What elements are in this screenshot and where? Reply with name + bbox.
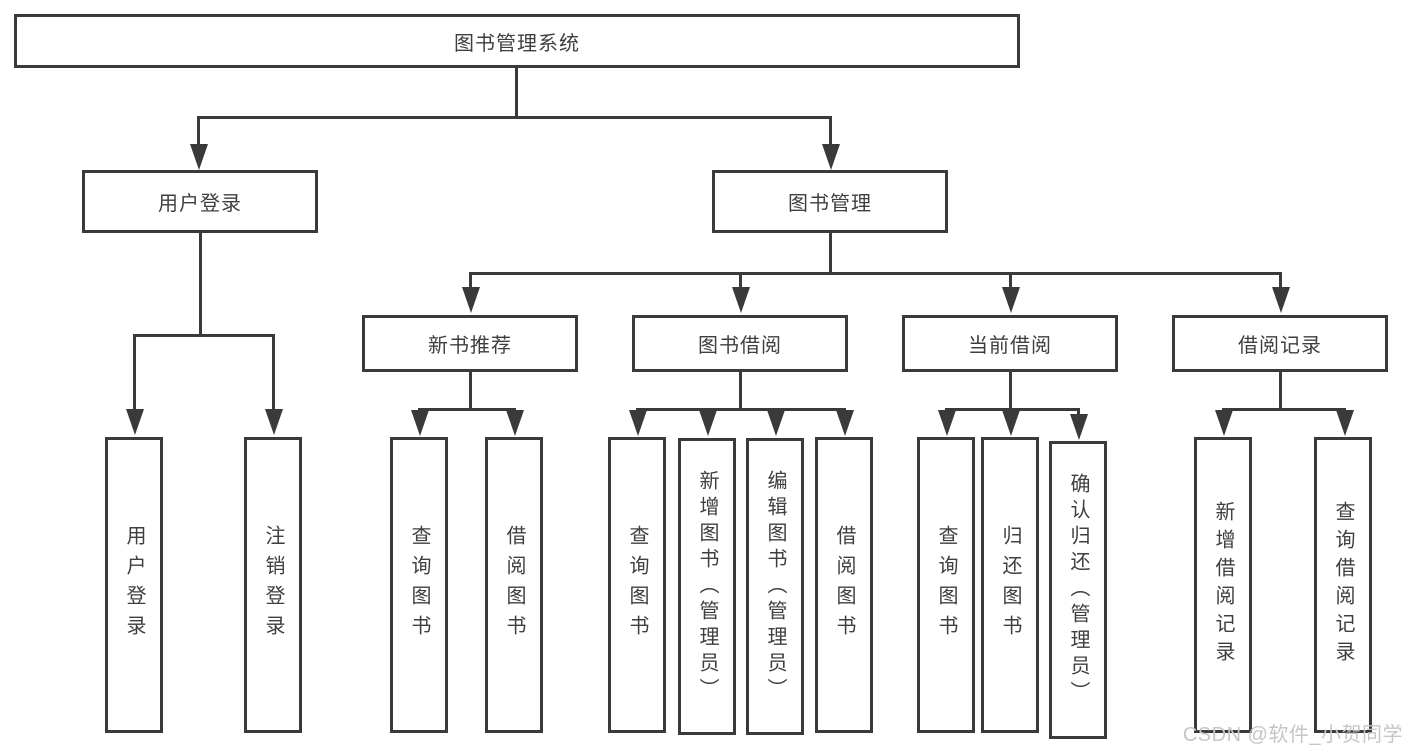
connector-arrow-down (1009, 408, 1012, 410)
watermark: CSDN @软件_小贺同学 (1182, 724, 1403, 746)
node-current-borrow: 当前借阅 (902, 315, 1118, 372)
leaf-add-book-admin: 新增图书（管理员） (678, 438, 736, 735)
connector-arrow-down (1009, 272, 1012, 287)
connector-arrow-down (739, 272, 742, 287)
node-book-borrow-label: 图书借阅 (698, 335, 782, 357)
connector-arrow-down (706, 408, 709, 410)
connector-line (515, 66, 518, 116)
leaf-confirm-return-admin: 确认归还（管理员） (1049, 441, 1107, 739)
leaf-borrow-books: 借阅图书 (485, 437, 543, 733)
leaf-edit-book-admin: 编辑图书（管理员） (746, 438, 804, 735)
leaf-query-borrow-record: 查询借阅记录 (1314, 437, 1372, 733)
connector-arrow-down (945, 408, 948, 410)
node-borrow-record: 借阅记录 (1172, 315, 1388, 372)
leaf-add-borrow-record: 新增借阅记录 (1194, 437, 1252, 733)
leaf-label: 确认归还（管理员） (1067, 473, 1089, 707)
node-borrow-record-label: 借阅记录 (1238, 335, 1322, 357)
connector-arrow-down (1222, 408, 1225, 410)
connector-arrow-down (133, 334, 136, 409)
connector-arrow-down (469, 272, 472, 287)
connector-arrow-down (272, 334, 275, 409)
leaf-logout: 注销登录 (244, 437, 302, 733)
connector-line (197, 116, 832, 119)
node-root-label: 图书管理系统 (454, 32, 580, 55)
node-new-book-recommend: 新书推荐 (362, 315, 578, 372)
node-root: 图书管理系统 (14, 14, 1020, 68)
connector-arrow-down (774, 408, 777, 410)
connector-arrow-down (1279, 272, 1282, 287)
node-user-login-label: 用户登录 (158, 193, 242, 215)
connector-arrow-down (197, 116, 200, 144)
leaf-label: 借阅图书 (833, 525, 855, 645)
node-book-management: 图书管理 (712, 170, 948, 233)
leaf-query-books: 查询图书 (917, 437, 975, 733)
leaf-label: 借阅图书 (503, 525, 525, 645)
node-new-book-recommend-label: 新书推荐 (428, 335, 512, 357)
leaf-label: 查询图书 (935, 525, 957, 645)
leaf-borrow-books: 借阅图书 (815, 437, 873, 733)
leaf-label: 用户登录 (123, 525, 145, 645)
connector-arrow-down (418, 408, 421, 410)
leaf-return-books: 归还图书 (981, 437, 1039, 733)
connector-line (418, 408, 516, 411)
connector-line (133, 334, 275, 337)
leaf-query-books: 查询图书 (390, 437, 448, 733)
connector-line (739, 372, 742, 408)
connector-arrow-down (1343, 408, 1346, 410)
node-book-management-label: 图书管理 (788, 193, 872, 215)
connector-arrow-down (829, 116, 832, 144)
leaf-label: 新增借阅记录 (1212, 501, 1234, 669)
node-book-borrow: 图书借阅 (632, 315, 848, 372)
connector-arrow-down (636, 408, 639, 410)
leaf-label: 查询图书 (626, 525, 648, 645)
connector-arrow-down (843, 408, 846, 410)
connector-arrow-down (513, 408, 516, 410)
leaf-user-login: 用户登录 (105, 437, 163, 733)
connector-line (469, 272, 1282, 275)
connector-line (636, 408, 846, 411)
connector-line (1222, 408, 1345, 411)
connector-line (469, 372, 472, 408)
connector-line (1279, 372, 1282, 408)
leaf-label: 归还图书 (999, 525, 1021, 645)
leaf-label: 新增图书（管理员） (696, 469, 718, 704)
leaf-label: 注销登录 (262, 525, 284, 645)
leaf-label: 查询图书 (408, 525, 430, 645)
node-user-login: 用户登录 (82, 170, 318, 233)
connector-arrow-down (1077, 408, 1080, 414)
connector-line (829, 233, 832, 272)
leaf-label: 编辑图书（管理员） (764, 469, 786, 704)
connector-line (199, 233, 202, 334)
leaf-label: 查询借阅记录 (1332, 501, 1354, 669)
connector-line (1009, 372, 1012, 408)
leaf-query-books: 查询图书 (608, 437, 666, 733)
node-current-borrow-label: 当前借阅 (968, 335, 1052, 357)
